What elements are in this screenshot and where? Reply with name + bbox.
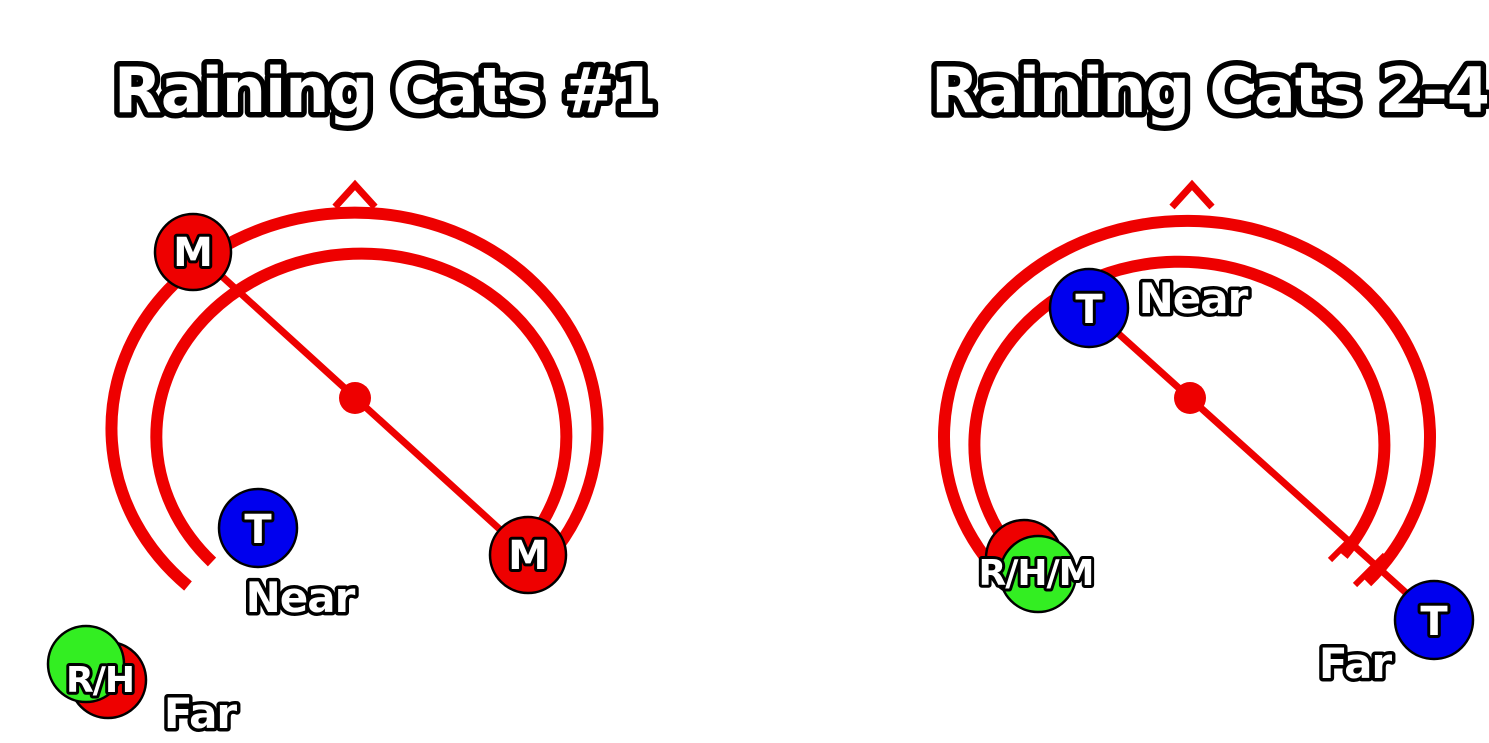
panel-2-marker-t-far: T [1393, 579, 1475, 661]
panel-2-center-dot [1174, 382, 1206, 414]
panel-2-marker-t-near: T [1048, 267, 1130, 349]
panel-2-outer-arc [938, 214, 1437, 587]
panel-1-marker-m-right: M [488, 515, 568, 595]
panel-1-center-dot [339, 382, 371, 414]
panel-raining-cats-2-4: Raining Cats 2-4 T Near R/H/M T [926, 49, 1489, 692]
panel-2-rhm-green-circle [998, 534, 1078, 614]
panel-2-inner-arc [968, 255, 1391, 567]
panel-2-title: Raining Cats 2-4 [931, 54, 1489, 127]
panel-2-near-label: Near [1139, 274, 1249, 323]
panel-2-far-label: Far [1319, 639, 1393, 688]
panel-1-top-chevron [332, 179, 378, 210]
panel-1-outer-arc [105, 206, 604, 591]
panel-1-marker-t-near-label: T [244, 507, 272, 553]
panel-1-rh-green-circle [46, 624, 126, 704]
panel-2-marker-t-far-label: T [1420, 599, 1448, 645]
panel-1-marker-rh-far-label: R/H [66, 660, 134, 701]
panel-2-tick-inner [1327, 527, 1363, 563]
panel-2-tick-outer [1352, 552, 1388, 588]
panel-1-far-label: Far [164, 689, 238, 738]
panel-2-top-chevron [1169, 179, 1215, 210]
panel-2-marker-rhm-label: R/H/M [979, 553, 1094, 594]
panel-1-marker-t-near: T [217, 487, 299, 569]
panel-2-marker-t-near-label: T [1075, 287, 1103, 333]
panel-1-inner-arc [150, 247, 573, 567]
panel-1-marker-m-top-label: M [173, 230, 213, 276]
panel-2-marker-rhm: R/H/M [976, 518, 1097, 614]
panel-1-title: Raining Cats #1 [114, 54, 656, 127]
panel-1-near-label: Near [246, 573, 356, 622]
panel-1-marker-m-top: M [153, 212, 233, 292]
panel-1-marker-rh-far: R/H [46, 624, 148, 720]
panel-raining-cats-1: Raining Cats #1 M M T Near [46, 49, 662, 742]
panel-1-marker-m-right-label: M [508, 533, 548, 579]
